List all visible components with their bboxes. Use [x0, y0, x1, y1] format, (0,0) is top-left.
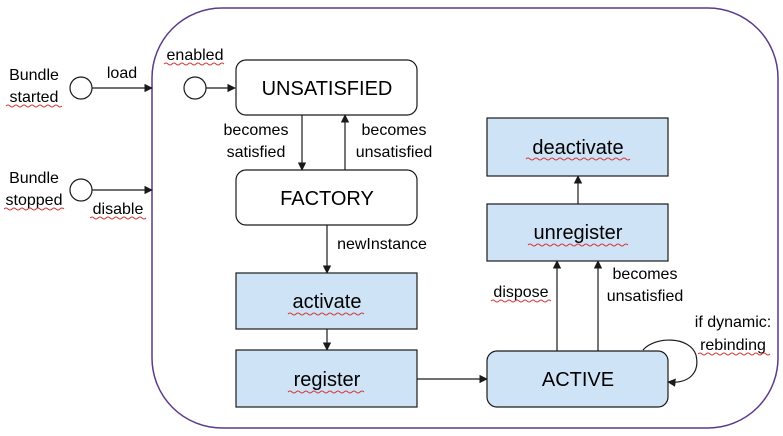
- state-unsatisfied-label: UNSATISFIED: [262, 78, 393, 100]
- becomes-unsatisfied-2-label-line2: unsatisfied: [607, 288, 684, 305]
- becomes-unsatisfied-2-label-line1: becomes: [613, 266, 678, 283]
- bundle-started-label-line2: started: [10, 89, 59, 106]
- if-dynamic-label-line1: if dynamic:: [695, 314, 771, 331]
- action-activate: [235, 272, 418, 330]
- action-register-label: register: [294, 369, 361, 391]
- action-unregister-label: unregister: [534, 222, 623, 244]
- becomes-satisfied-label-line2: satisfied: [227, 144, 286, 161]
- becomes-unsatisfied-label-line2: unsatisfied: [356, 144, 433, 161]
- spellcheck-underline: [527, 243, 629, 247]
- enabled-initial-node: [183, 76, 207, 100]
- load-label: load: [107, 65, 137, 82]
- spellcheck-underline: [163, 62, 225, 66]
- bundle-stopped-label-line1: Bundle: [9, 170, 59, 187]
- bundle-started-initial-node: [69, 76, 93, 100]
- becomes-unsatisfied-label-line1: becomes: [362, 122, 427, 139]
- spellcheck-underline: [287, 312, 365, 316]
- enabled-label: enabled: [167, 47, 224, 64]
- action-unregister: [486, 203, 669, 262]
- spellcheck-underline: [89, 216, 147, 220]
- bundle-started-label-line1: Bundle: [9, 67, 59, 84]
- spellcheck-underline: [490, 299, 552, 303]
- spellcheck-underline: [287, 390, 365, 394]
- spellcheck-underline: [525, 157, 631, 161]
- rebinding-self-loop: [642, 339, 698, 387]
- bundle-stopped-label-line2: stopped: [6, 192, 63, 209]
- action-activate-label: activate: [293, 291, 362, 313]
- new-instance-label: newInstance: [337, 236, 427, 253]
- dispose-label: dispose: [493, 284, 548, 301]
- state-unsatisfied: [235, 59, 418, 116]
- action-deactivate-label: deactivate: [532, 137, 623, 159]
- becomes-satisfied-label-line1: becomes: [224, 122, 289, 139]
- if-dynamic-label-line2: rebinding: [700, 337, 766, 354]
- state-factory-label: FACTORY: [280, 188, 374, 210]
- action-deactivate: [486, 117, 669, 177]
- spellcheck-underline: [697, 352, 771, 356]
- disable-label: disable: [93, 201, 144, 218]
- spellcheck-underline: [5, 104, 63, 108]
- spellcheck-underline: [3, 207, 65, 211]
- bundle-stopped-initial-node: [69, 178, 93, 202]
- state-active-label: ACTIVE: [542, 369, 614, 391]
